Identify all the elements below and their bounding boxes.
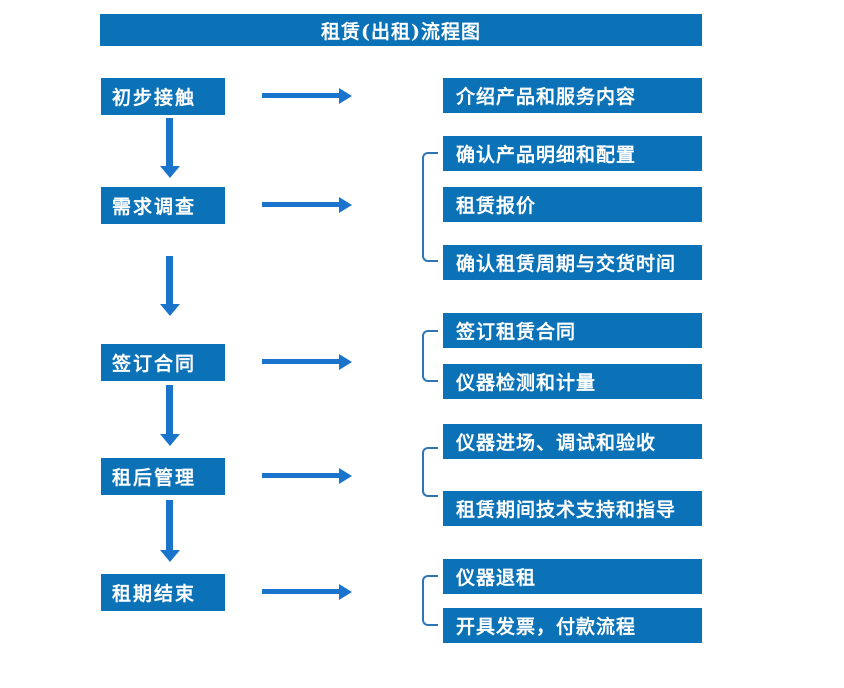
detail-box-introduce-products: 介绍产品和服务内容 — [443, 78, 702, 113]
group-bracket-sign-contract — [422, 330, 438, 382]
step-box-demand-survey: 需求调查 — [101, 187, 225, 224]
group-bracket-rental-end — [422, 575, 438, 626]
down-arrow-icon — [160, 256, 180, 316]
detail-box-confirm-period-delivery: 确认租赁周期与交货时间 — [443, 245, 702, 280]
detail-box-tech-support: 租赁期间技术支持和指导 — [443, 491, 702, 526]
right-arrow-icon — [262, 468, 352, 484]
group-bracket-demand-survey — [422, 152, 438, 262]
step-box-sign-contract: 签订合同 — [101, 344, 225, 381]
detail-box-sign-rental-contract: 签订租赁合同 — [443, 313, 702, 348]
right-arrow-icon — [262, 88, 352, 104]
down-arrow-icon — [160, 500, 180, 562]
detail-box-instrument-testing: 仪器检测和计量 — [443, 364, 702, 399]
detail-box-invoice-payment: 开具发票，付款流程 — [443, 608, 702, 643]
group-bracket-post-rental — [422, 447, 438, 497]
right-arrow-icon — [262, 584, 352, 600]
detail-box-rental-quotation: 租赁报价 — [443, 187, 702, 222]
step-box-initial-contact: 初步接触 — [101, 78, 225, 115]
flowchart-title: 租赁(出租)流程图 — [100, 14, 702, 46]
down-arrow-icon — [160, 118, 180, 178]
right-arrow-icon — [262, 354, 352, 370]
right-arrow-icon — [262, 197, 352, 213]
step-box-post-rental-management: 租后管理 — [101, 458, 225, 495]
down-arrow-icon — [160, 385, 180, 446]
step-box-rental-end: 租期结束 — [101, 574, 225, 611]
detail-box-confirm-product-config: 确认产品明细和配置 — [443, 136, 702, 171]
detail-box-instrument-return: 仪器退租 — [443, 559, 702, 594]
detail-box-instrument-setup: 仪器进场、调试和验收 — [443, 424, 702, 459]
